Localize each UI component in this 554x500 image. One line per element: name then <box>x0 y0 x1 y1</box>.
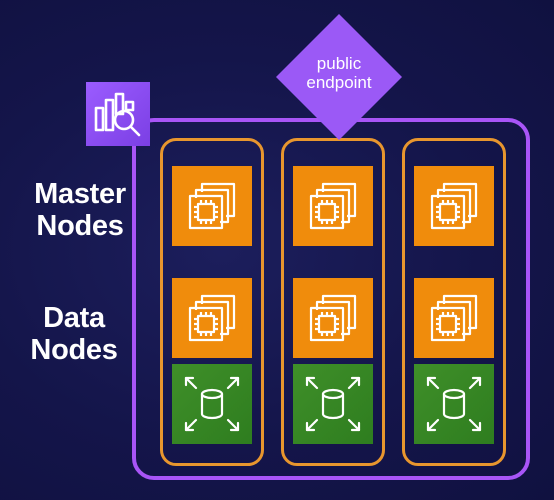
master-nodes-label: Master Nodes <box>24 178 136 242</box>
endpoint-label-line1: public <box>316 54 362 73</box>
ec2-instances-icon <box>309 182 357 230</box>
ec2-instances-icon <box>309 294 357 342</box>
endpoint-label: public endpoint <box>276 54 402 92</box>
search-analytics-icon <box>94 92 141 137</box>
data-node-3 <box>414 278 494 358</box>
data-nodes-label: Data Nodes <box>24 302 124 366</box>
endpoint-label-line2: endpoint <box>306 73 372 92</box>
availability-zone-3 <box>402 138 506 466</box>
master-nodes-label-line1: Master <box>34 178 126 210</box>
ebs-volume-2 <box>293 364 373 444</box>
data-node-1 <box>172 278 252 358</box>
availability-zone-1 <box>160 138 264 466</box>
ebs-volume-3 <box>414 364 494 444</box>
data-node-2 <box>293 278 373 358</box>
data-nodes-label-line2: Nodes <box>30 334 118 366</box>
elasticsearch-service-icon <box>86 82 150 146</box>
ec2-instances-icon <box>188 182 236 230</box>
master-node-2 <box>293 166 373 246</box>
endpoint-diamond-shape <box>276 14 402 140</box>
master-node-1 <box>172 166 252 246</box>
ec2-instances-icon <box>188 294 236 342</box>
ebs-volume-icon <box>426 376 482 432</box>
data-nodes-label-line1: Data <box>43 302 105 334</box>
ebs-volume-icon <box>184 376 240 432</box>
ebs-volume-1 <box>172 364 252 444</box>
master-node-3 <box>414 166 494 246</box>
ec2-instances-icon <box>430 182 478 230</box>
public-endpoint: public endpoint <box>276 14 402 140</box>
ebs-volume-icon <box>305 376 361 432</box>
availability-zone-2 <box>281 138 385 466</box>
master-nodes-label-line2: Nodes <box>36 210 124 242</box>
ec2-instances-icon <box>430 294 478 342</box>
